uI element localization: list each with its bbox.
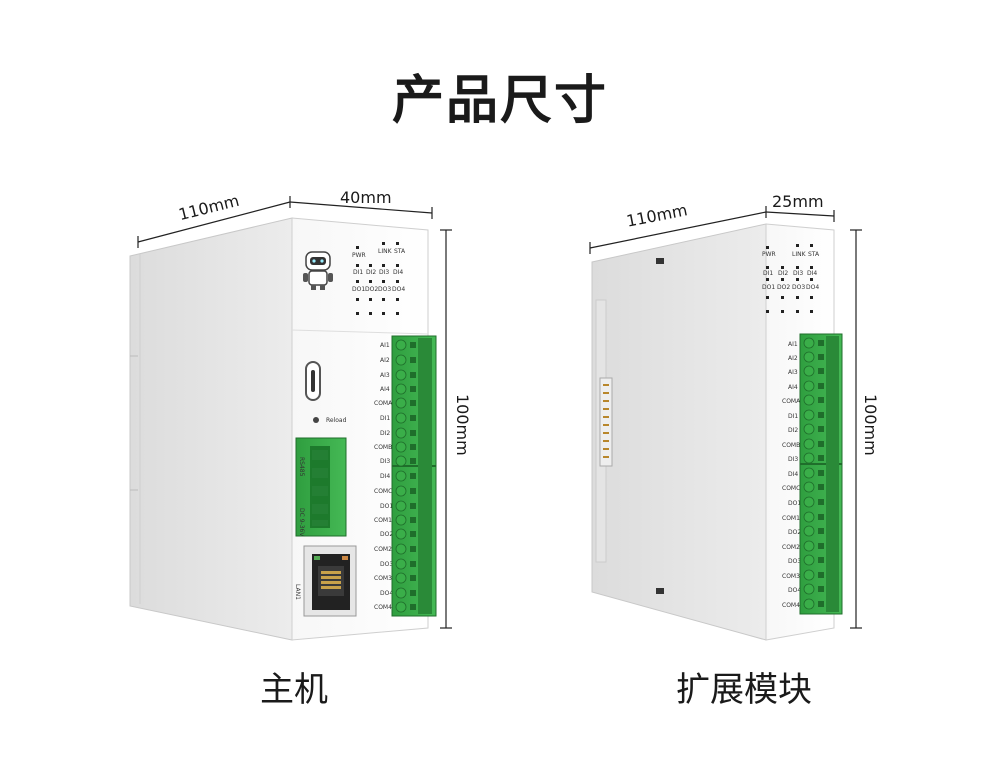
expansion-terminal-labels: AI1 AI2 AI3 AI4 COMA DI1 DI2 COMB DI3 DI… <box>782 341 801 609</box>
terminal-label: DI3 <box>788 456 798 463</box>
power-label: DC 9-36V <box>298 508 305 537</box>
led-label: STA <box>394 248 406 255</box>
terminal-label: DI4 <box>380 473 390 480</box>
terminal-label: AI2 <box>380 357 390 364</box>
led-label: DO1 <box>762 284 775 291</box>
width-dimension-line <box>289 201 433 214</box>
led-label: DO3 <box>378 286 391 293</box>
terminal-label: DI2 <box>788 427 798 434</box>
terminal-label: COMC <box>374 488 392 495</box>
terminal-label: DO4 <box>788 587 801 594</box>
led-label: PWR <box>352 252 366 259</box>
pin-header-icon <box>599 377 613 467</box>
rs485-label: RS485 <box>298 457 305 477</box>
terminal-label: DI2 <box>380 430 390 437</box>
terminal-label: DO4 <box>380 590 393 597</box>
main-terminal-screws <box>395 339 407 613</box>
led-label: DO4 <box>392 286 405 293</box>
terminal-label: AI1 <box>380 342 390 349</box>
lan-label: LAN1 <box>294 584 301 600</box>
led-label: LINK <box>378 248 393 255</box>
terminal-label: COM2 <box>782 544 800 551</box>
terminal-label: DO3 <box>788 558 801 565</box>
terminal-label: AI4 <box>380 386 390 393</box>
led-label: PWR <box>762 251 776 258</box>
terminal-label: AI2 <box>788 355 798 362</box>
main-width-label: 40mm <box>340 188 392 207</box>
led-label: DI1 <box>763 270 773 277</box>
led-label: DI4 <box>807 270 817 277</box>
expansion-height-label: 100mm <box>861 394 880 456</box>
terminal-label: AI1 <box>788 341 798 348</box>
expansion-width-label: 25mm <box>772 192 824 211</box>
led-label: DO2 <box>777 284 790 291</box>
depth-dimension-line <box>589 211 767 249</box>
expansion-side-panel <box>591 223 767 641</box>
led-label: DI2 <box>366 269 376 276</box>
main-unit: PWR LINK STA DI1 DI2 DI3 DI4 DO1 DO2 DO3… <box>129 196 452 641</box>
terminal-label: COM3 <box>782 573 800 580</box>
robot-logo-icon <box>303 251 333 290</box>
expansion-module-caption: 扩展模块 <box>676 670 812 710</box>
led-label: DI2 <box>778 270 788 277</box>
terminal-label: AI4 <box>788 384 798 391</box>
terminal-label: DI3 <box>380 458 390 465</box>
terminal-label: DO3 <box>380 561 393 568</box>
rs485-power-connector: RS485 DC 9-36V <box>295 437 347 537</box>
main-unit-caption: 主机 <box>260 670 328 710</box>
terminal-label: COM1 <box>374 517 392 524</box>
led-label: DI1 <box>353 269 363 276</box>
terminal-label: COM4 <box>374 604 392 611</box>
reload-button-icon <box>313 417 319 423</box>
led-label: DO2 <box>365 286 378 293</box>
terminal-label: DO1 <box>788 500 801 507</box>
terminal-label: DI4 <box>788 471 798 478</box>
terminal-label: COMA <box>374 400 393 407</box>
main-terminal-labels: AI1 AI2 AI3 AI4 COMA DI1 DI2 COMB DI3 DI… <box>374 342 393 611</box>
terminal-label: COMA <box>782 398 801 405</box>
terminal-label: DO2 <box>380 531 393 538</box>
led-label: DO1 <box>352 286 365 293</box>
led-label: DO4 <box>806 284 819 291</box>
main-side-panel <box>129 217 293 641</box>
terminal-label: COMC <box>782 485 800 492</box>
expansion-terminal-screws <box>803 337 815 610</box>
led-label: LINK <box>792 251 807 258</box>
led-label: STA <box>808 251 820 258</box>
reload-label: Reload <box>326 417 347 424</box>
ethernet-port-icon <box>303 545 357 617</box>
expansion-led-panel: PWR LINK STA DI1 DI2 DI3 DI4 DO1 DO2 DO3… <box>762 244 820 313</box>
main-led-panel: PWR LINK STA DI1 DI2 DI3 DI4 DO1 DO2 DO3… <box>352 242 406 315</box>
terminal-label: AI3 <box>788 369 798 376</box>
main-height-label: 100mm <box>453 394 472 456</box>
expansion-module: PWR LINK STA DI1 DI2 DI3 DI4 DO1 DO2 DO3… <box>589 206 862 641</box>
terminal-label: COMB <box>782 442 800 449</box>
terminal-label: COM3 <box>374 575 392 582</box>
led-label: DO3 <box>792 284 805 291</box>
page-title: 产品尺寸 <box>391 71 608 131</box>
led-label: DI3 <box>379 269 389 276</box>
led-label: DI3 <box>793 270 803 277</box>
terminal-label: DI1 <box>788 413 798 420</box>
terminal-label: DO2 <box>788 529 801 536</box>
terminal-label: DI1 <box>380 415 390 422</box>
terminal-label: COM4 <box>782 602 800 609</box>
terminal-label: COM1 <box>782 515 800 522</box>
terminal-label: DO1 <box>380 503 393 510</box>
led-label: DI4 <box>393 269 403 276</box>
terminal-label: COMB <box>374 444 392 451</box>
depth-dimension-line <box>137 201 291 243</box>
terminal-label: COM2 <box>374 546 392 553</box>
width-dimension-line <box>765 211 835 217</box>
terminal-label: AI3 <box>380 372 390 379</box>
